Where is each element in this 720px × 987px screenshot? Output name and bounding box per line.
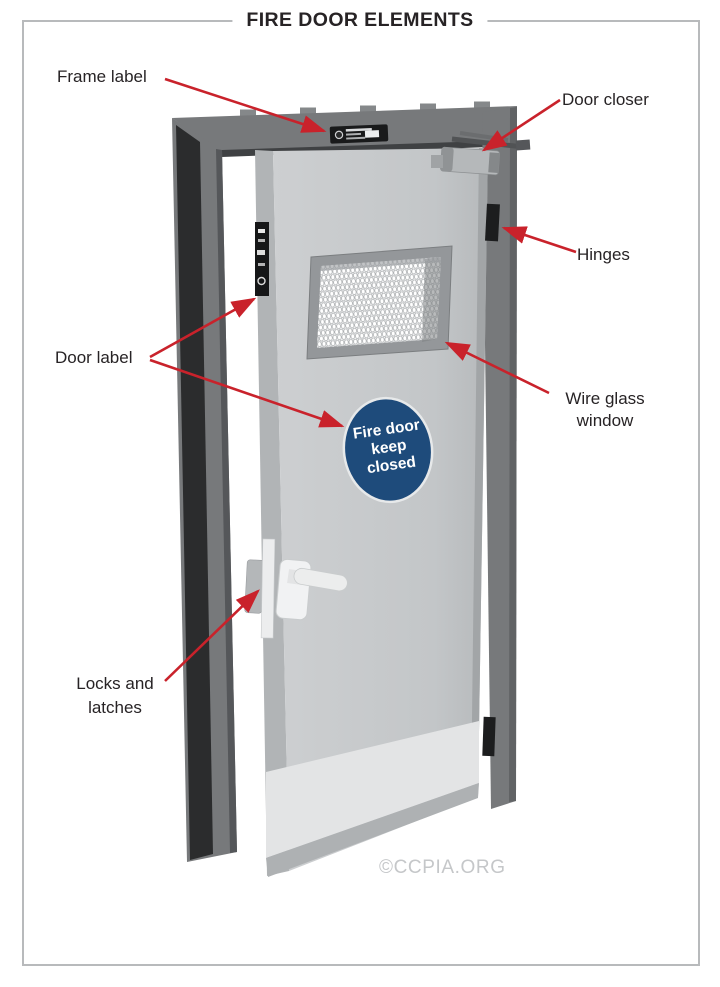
door-edge-face [255, 150, 289, 876]
callout-locks-latches: Locks and latches [76, 674, 154, 717]
lock-body [244, 559, 265, 614]
lock-assembly [244, 538, 348, 639]
frame-label-tag [329, 124, 389, 144]
latch-plate [260, 538, 276, 639]
watermark: ©CCPIA.ORG [379, 857, 506, 878]
callout-frame-label: Frame label [57, 67, 147, 86]
wire-mesh-glass [317, 257, 441, 348]
door-label-tag [255, 222, 269, 296]
lever-handle [293, 567, 348, 592]
callout-door-closer: Door closer [562, 90, 649, 109]
door-kick-band [266, 721, 479, 858]
lock-escutcheon [275, 558, 312, 621]
callout-wire-glass-window: Wire glass window [565, 389, 645, 430]
callout-door-label: Door label [55, 348, 133, 367]
callout-hinges: Hinges [577, 245, 630, 264]
fire-door-sign [342, 396, 434, 504]
diagram-title: FIRE DOOR ELEMENTS [232, 9, 488, 32]
frame-right-jamb [482, 107, 517, 809]
hinge-top [485, 203, 500, 242]
closer-bracket [515, 139, 531, 151]
wire-glass-window [306, 245, 453, 360]
hinge-bottom [482, 716, 496, 757]
